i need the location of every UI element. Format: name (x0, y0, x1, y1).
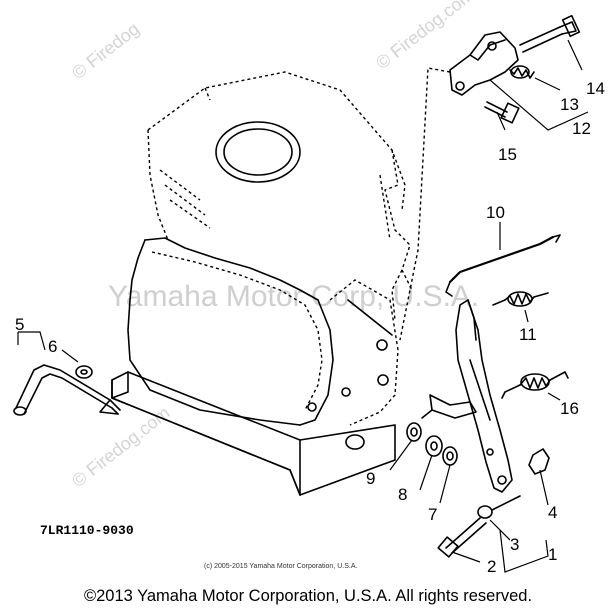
watermark-site-topright: © Firedog.com (372, 0, 478, 73)
small-copyright: (c) 2005-2015 Yamaha Motor Corporation, … (204, 563, 357, 570)
footer-copyright: ©2013 Yamaha Motor Corporation, U.S.A. A… (83, 587, 533, 605)
callout-13: 13 (560, 95, 579, 114)
callout-5: 5 (15, 315, 24, 334)
leader-lines (17, 39, 589, 573)
washer-stack-drawing (406, 422, 458, 466)
control-rod-drawing (445, 234, 569, 399)
callout-12: 12 (572, 119, 591, 138)
callout-4: 4 (548, 503, 557, 522)
callout-11: 11 (519, 325, 537, 344)
callout-6: 6 (48, 337, 57, 356)
diagram-part-number: 7LR1110-9030 (40, 523, 134, 538)
rod-assembly-drawing (13, 364, 121, 416)
callout-9: 9 (366, 469, 375, 488)
callout-8: 8 (398, 485, 407, 504)
governor-lever-drawing (421, 299, 550, 558)
watermark-site-top: © Firedog (68, 19, 143, 84)
callout-2: 2 (487, 557, 496, 576)
callout-16: 16 (560, 399, 579, 418)
crankcase-drawing (111, 71, 413, 496)
watermark-center: Yamaha Motor Corp, U.S.A. (108, 280, 479, 313)
throttle-bracket-drawing (399, 14, 581, 341)
callout-10: 10 (486, 203, 505, 222)
callout-1: 1 (548, 545, 557, 564)
callout-15: 15 (498, 145, 517, 164)
callout-3: 3 (510, 535, 519, 554)
callout-14: 14 (586, 79, 605, 98)
callout-7: 7 (428, 505, 437, 524)
